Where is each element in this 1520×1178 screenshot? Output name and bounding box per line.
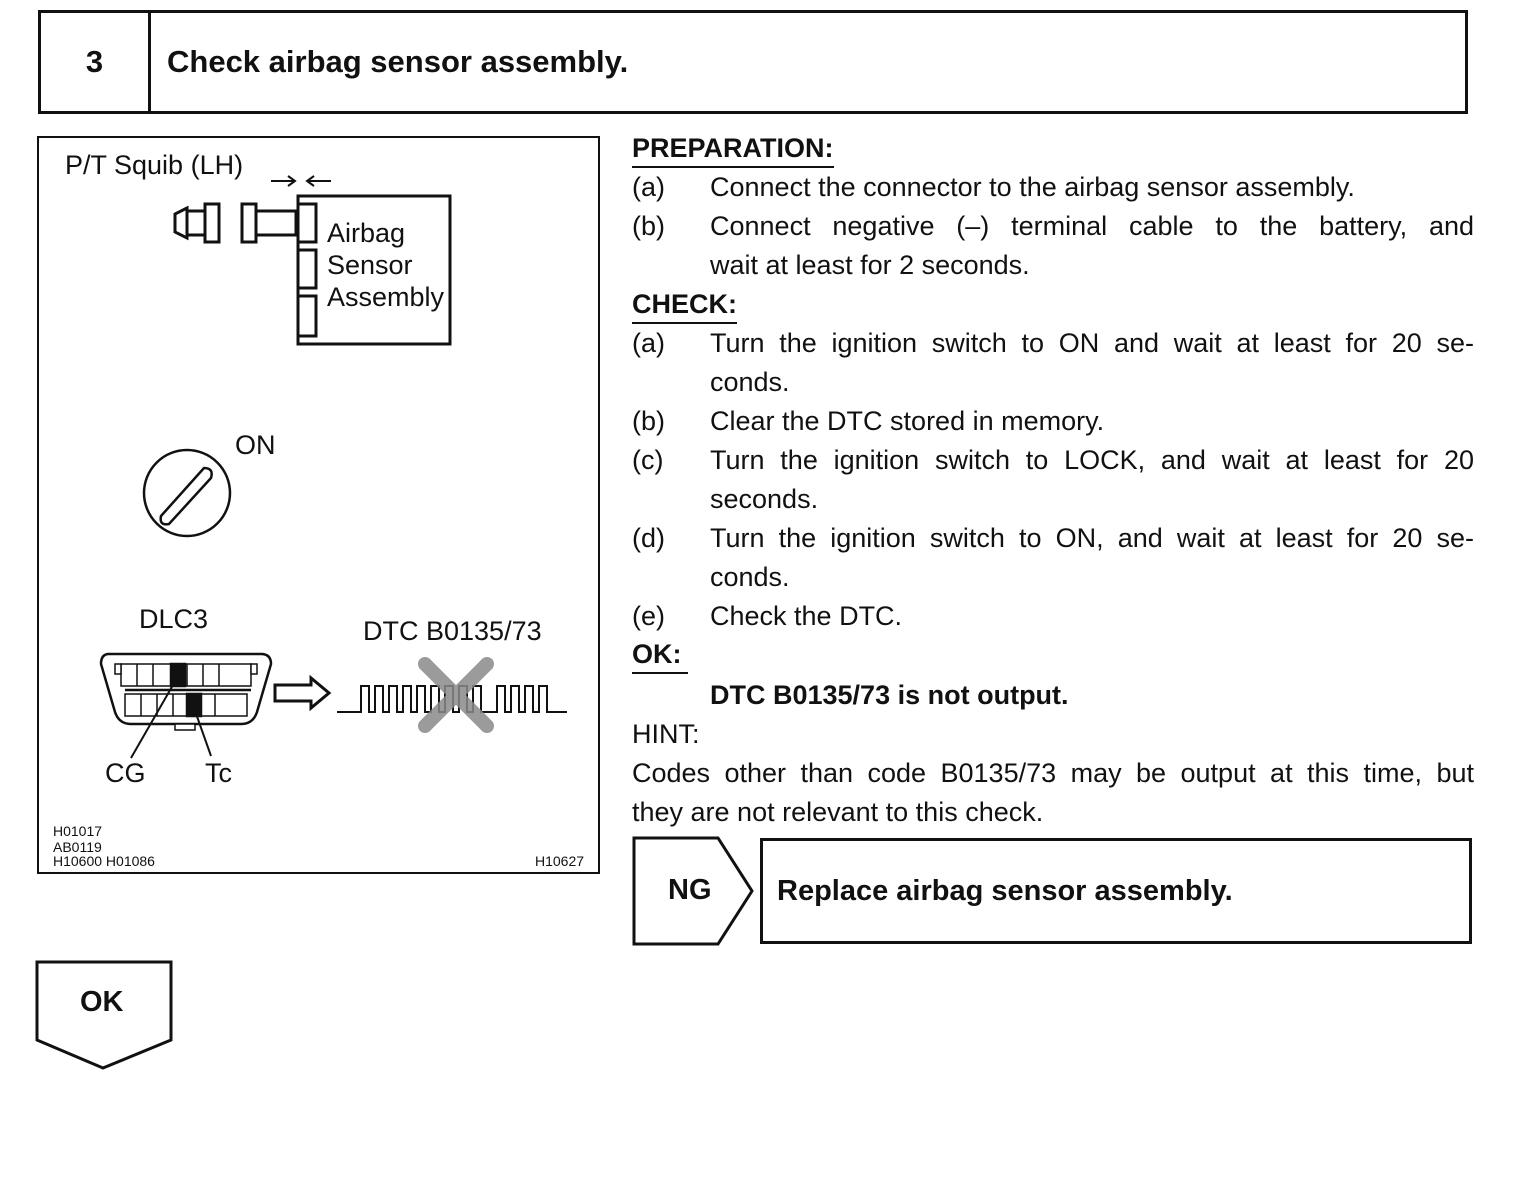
step-text: Clear the DTC stored in memory. <box>710 406 1105 436</box>
step-text: Turn the ignition switch to LOCK, and wa… <box>710 445 1474 475</box>
step-index: (a) <box>632 328 665 358</box>
hint-text: Codes other than code B0135/73 may be ou… <box>632 758 1474 788</box>
step-index: (b) <box>632 211 665 241</box>
ok-arrow-icon <box>35 960 173 1070</box>
ng-action-box: Replace airbag sensor assembly. <box>760 838 1472 944</box>
step-text: Turn the ignition switch to ON, and wait… <box>710 523 1474 553</box>
figure-code-right: H10627 <box>535 853 585 869</box>
step-index: (c) <box>632 445 664 475</box>
ignition-switch-icon <box>142 448 232 538</box>
step-index: (e) <box>632 601 665 631</box>
squib-label: P/T Squib (LH) <box>65 150 244 180</box>
ng-arrow-icon <box>632 836 754 946</box>
airbag-sensor-box-icon <box>296 194 452 346</box>
not-output-x-icon <box>418 657 494 733</box>
preparation-heading: PREPARATION: <box>632 132 834 168</box>
step-text: conds. <box>710 367 790 397</box>
step-text: seconds. <box>710 484 819 514</box>
step-text: Connect negative (–) terminal cable to t… <box>710 211 1474 241</box>
check-heading: CHECK: <box>632 288 737 324</box>
ignition-on-label: ON <box>235 430 276 460</box>
dlc3-label: DLC3 <box>139 604 209 634</box>
sensor-label-line-2: Sensor <box>327 250 413 280</box>
figure-code: H01017 <box>53 823 103 839</box>
step-text: Connect the connector to the airbag sens… <box>710 172 1355 202</box>
step-index: (a) <box>632 172 665 202</box>
cg-terminal-label: CG <box>105 758 146 788</box>
figure-code: AB0119 <box>53 839 102 855</box>
diagram-figure: P/T Squib (LH) Airbag Sensor Assembly ON… <box>37 136 600 874</box>
ok-heading: OK: <box>632 638 688 674</box>
ng-label: NG <box>668 874 712 906</box>
connection-arrows-icon <box>271 175 331 187</box>
step-title: Check airbag sensor assembly. <box>167 44 629 79</box>
step-text: Check the DTC. <box>710 601 903 631</box>
step-index: (d) <box>632 523 665 553</box>
output-arrow-icon <box>273 674 332 712</box>
dlc3-connector-icon <box>99 652 273 731</box>
terminal-leader-lines <box>130 677 212 759</box>
hint-text: they are not relevant to this check. <box>632 797 1044 827</box>
hint-heading: HINT: <box>632 719 700 749</box>
ok-result-text: DTC B0135/73 is not output. <box>710 680 1069 710</box>
diagram-drawing <box>99 175 567 759</box>
ok-branch-label: OK <box>80 986 124 1018</box>
step-text: Turn the ignition switch to ON and wait … <box>710 328 1474 358</box>
sensor-label-line-1: Airbag <box>327 218 406 248</box>
tc-terminal-label: Tc <box>205 758 232 788</box>
step-number: 3 <box>41 13 151 111</box>
squib-connector-icon <box>173 202 298 244</box>
step-text: conds. <box>710 562 790 592</box>
figure-code: H10600 H01086 <box>53 853 155 869</box>
dtc-label: DTC B0135/73 <box>363 616 542 646</box>
step-header: 3 Check airbag sensor assembly. <box>38 10 1468 114</box>
sensor-label-line-3: Assembly <box>327 282 445 312</box>
step-text: wait at least for 2 seconds. <box>710 250 1030 280</box>
ng-action-text: Replace airbag sensor assembly. <box>777 874 1233 907</box>
step-index: (b) <box>632 406 665 436</box>
